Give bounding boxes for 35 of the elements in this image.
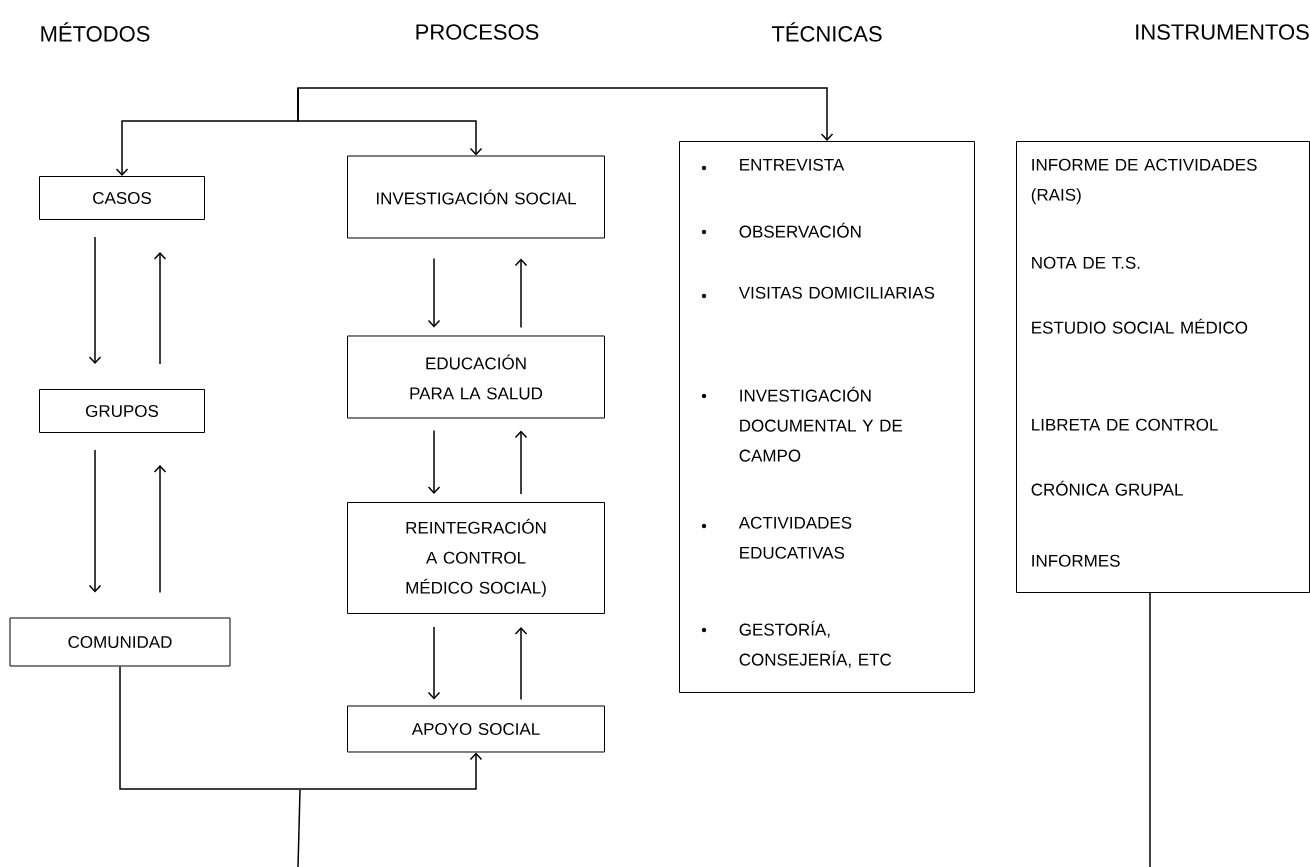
list-item: CRÓNICA GRUPAL: [1031, 480, 1183, 496]
list-item: INFORME DE ACTIVIDADES (RAIS): [1031, 158, 1257, 205]
list-item: INFORMES: [1032, 554, 1120, 567]
arrow: [427, 429, 441, 494]
bullet-item: OBSERVACIÓN: [701, 222, 861, 238]
process-box: CASOS: [39, 176, 205, 220]
arrow: [88, 449, 102, 593]
process-box: APOYO SOCIAL: [347, 705, 605, 753]
arrow: [427, 257, 441, 328]
bullet-item: INVESTIGACIÓN DOCUMENTAL Y DE CAMPO: [701, 386, 903, 462]
arrow: [297, 87, 834, 141]
bullet-item: ACTIVIDADES EDUCATIVAS: [701, 516, 852, 559]
column-heading: MÉTODOS: [41, 22, 150, 42]
process-box: COMUNIDAD: [9, 617, 231, 667]
arrow: [153, 252, 167, 365]
process-box: EDUCACIÓN PARA LA SALUD: [347, 335, 605, 419]
process-box: GRUPOS: [39, 389, 205, 433]
arrow: [514, 430, 528, 495]
arrow: [427, 626, 441, 700]
arrow: [514, 627, 528, 701]
column-heading: INSTRUMENTOS: [1136, 24, 1309, 40]
bullet-item: ENTREVISTA: [701, 158, 845, 171]
arrow: [119, 665, 483, 790]
list-item: LIBRETA DE CONTROL: [1032, 418, 1218, 431]
list-item: NOTA DE T.S.: [1032, 256, 1140, 269]
arrow: [514, 258, 528, 329]
process-box: INVESTIGACIÓN SOCIAL: [347, 155, 605, 239]
column-heading: PROCESOS: [416, 24, 539, 40]
arrow: [153, 465, 167, 594]
column-heading: TÉCNICAS: [771, 22, 882, 42]
list-item: ESTUDIO SOCIAL MÉDICO: [1032, 318, 1248, 334]
bullet-item: VISITAS DOMICILIARIAS: [701, 286, 935, 299]
bullet-item: GESTORÍA, CONSEJERÍA, ETC: [701, 620, 892, 668]
arrow: [88, 236, 102, 364]
process-box: REINTEGRACIÓN A CONTROL MÉDICO SOCIAL): [347, 502, 605, 614]
